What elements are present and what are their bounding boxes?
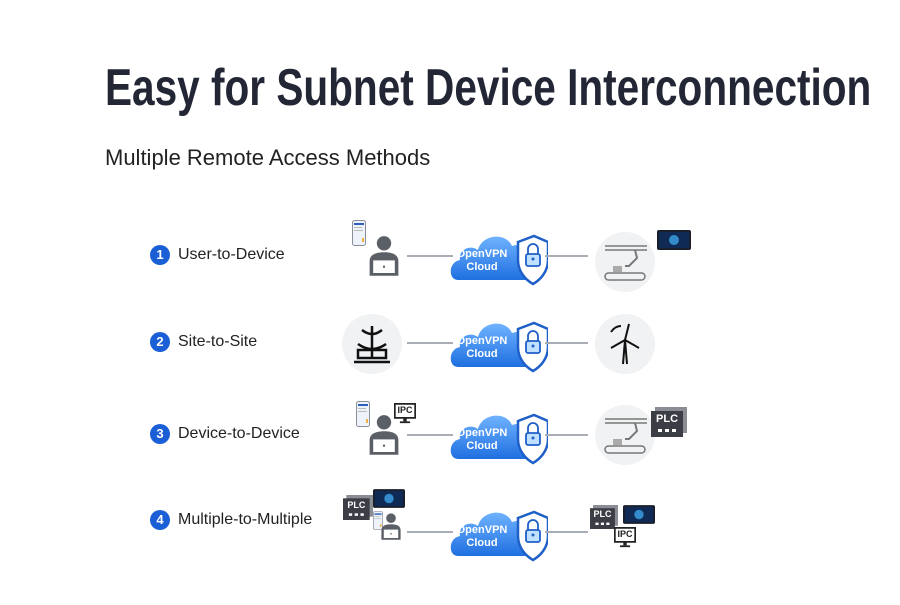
plc-icon: PLC (343, 495, 373, 520)
row-number-badge: 4 (150, 510, 170, 530)
ipc-icon: IPC (614, 527, 636, 548)
wind-turbine-icon (610, 323, 640, 365)
connection-line (545, 434, 588, 436)
row-number-badge: 1 (150, 245, 170, 265)
robot-arm-icon (595, 405, 655, 465)
row-label: User-to-Device (178, 246, 285, 263)
connection-line (407, 342, 453, 344)
user-laptop-icon (366, 232, 402, 278)
hmi-screen-icon (657, 230, 691, 250)
ipc-label: IPC (397, 404, 413, 415)
connection-line (545, 255, 588, 257)
plc-label: PLC (347, 499, 366, 510)
plc-label: PLC (593, 509, 612, 520)
phone-icon (352, 220, 366, 246)
hmi-screen-icon (373, 489, 405, 508)
row-number-badge: 2 (150, 332, 170, 352)
device-circle (595, 232, 655, 292)
plc-icon: PLC (590, 505, 618, 529)
connection-line (407, 255, 453, 257)
hmi-screen-icon (623, 505, 655, 524)
robot-arm-icon (595, 232, 655, 292)
plc-icon: PLC (651, 407, 687, 437)
ipc-label: IPC (617, 528, 633, 539)
user-laptop-icon (366, 411, 402, 457)
row-label: Multiple-to-Multiple (178, 511, 313, 528)
connection-line (407, 531, 453, 533)
row-number-badge: 3 (150, 424, 170, 444)
row-label: Device-to-Device (178, 425, 300, 442)
substation-icon (354, 326, 390, 364)
device-circle (595, 405, 655, 465)
connection-line (545, 342, 588, 344)
page-subtitle: Multiple Remote Access Methods (105, 145, 431, 170)
ipc-icon: IPC (394, 403, 416, 424)
page-title: Easy for Subnet Device Interconnection (105, 59, 872, 117)
user-laptop-icon (379, 511, 403, 541)
connection-line (407, 434, 453, 436)
connection-line (545, 531, 588, 533)
plc-label: PLC (656, 412, 679, 425)
row-label: Site-to-Site (178, 333, 258, 350)
